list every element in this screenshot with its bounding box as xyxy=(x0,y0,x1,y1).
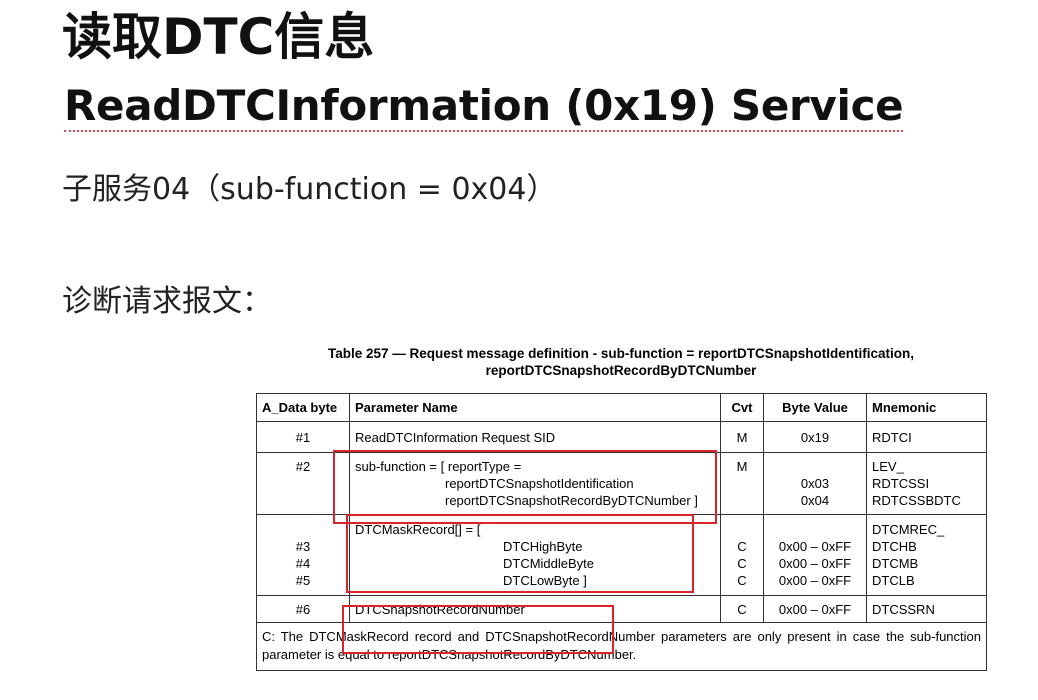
table-caption-line1: Table 257 — Request message definition -… xyxy=(328,346,914,361)
cvt-line: C xyxy=(737,573,747,588)
mnemonic-line: DTCHB xyxy=(872,539,917,554)
mnemonic-line: RDTCSSI xyxy=(872,476,930,491)
request-message-label: 诊断请求报文： xyxy=(62,284,272,319)
param-line: reportDTCSnapshotRecordByDTCNumber ] xyxy=(445,493,698,508)
header-parameter-name: Parameter Name xyxy=(349,393,721,422)
mnemonic-line: DTCLB xyxy=(872,573,915,588)
cell-value: - 0x00 – 0xFF 0x00 – 0xFF 0x00 – 0xFF xyxy=(763,514,867,596)
value-line: 0x00 – 0xFF xyxy=(778,556,852,571)
table-caption-line2: reportDTCSnapshotRecordByDTCNumber xyxy=(485,363,757,378)
table-note-row: C: The DTCMaskRecord record and DTCSnaps… xyxy=(256,622,987,671)
cell-param: ReadDTCInformation Request SID xyxy=(349,421,721,453)
header-mnemonic: Mnemonic xyxy=(866,393,987,422)
mnemonic-line: DTCMREC_ xyxy=(872,522,945,537)
value-line: 0x00 – 0xFF xyxy=(778,573,852,588)
byte-line: #5 xyxy=(295,573,311,588)
cell-param: sub-function = [ reportType = reportDTCS… xyxy=(349,452,721,515)
cell-cvt: - C C C xyxy=(720,514,764,596)
page-title-cn: 读取DTC信息 xyxy=(62,8,375,66)
param-line: DTCMaskRecord[] = [ xyxy=(355,522,481,537)
cell-mnemonic: DTCMREC_ DTCHB DTCMB DTCLB xyxy=(866,514,987,596)
cvt-line: C xyxy=(737,539,747,554)
param-line: DTCMiddleByte xyxy=(503,556,595,571)
value-line: 0x03 xyxy=(800,476,830,491)
cell-cvt: M xyxy=(720,452,764,515)
header-a-data-byte: A_Data byte xyxy=(256,393,350,422)
page-title-en-text: ReadDTCInformation (0x19) Service xyxy=(64,81,904,132)
table-caption: Table 257 — Request message definition -… xyxy=(258,345,984,379)
header-byte-value: Byte Value xyxy=(763,393,867,422)
cell-mnemonic: DTCSSRN xyxy=(866,595,987,623)
cell-value: - 0x03 0x04 xyxy=(763,452,867,515)
param-line: DTCLowByte ] xyxy=(503,573,587,588)
param-line: sub-function = [ reportType = xyxy=(355,459,522,474)
cell-mnemonic: LEV_ RDTCSSI RDTCSSBDTC xyxy=(866,452,987,515)
byte-line: #3 xyxy=(295,539,311,554)
byte-line: #4 xyxy=(295,556,311,571)
cell-param: DTCMaskRecord[] = [ DTCHighByte DTCMiddl… xyxy=(349,514,721,596)
param-line: DTCHighByte xyxy=(503,539,583,554)
value-line: 0x00 – 0xFF xyxy=(778,539,852,554)
cell-byte: - #3 #4 #5 xyxy=(256,514,350,596)
table-header-row: A_Data byte Parameter Name Cvt Byte Valu… xyxy=(256,393,987,422)
header-cvt: Cvt xyxy=(720,393,764,422)
highlight-box-dtc-mask-record xyxy=(346,514,694,593)
highlight-box-subfunction xyxy=(333,450,717,524)
request-message-table: A_Data byte Parameter Name Cvt Byte Valu… xyxy=(256,393,987,671)
cell-value: 0x00 – 0xFF xyxy=(763,595,867,623)
mnemonic-line: DTCMB xyxy=(872,556,919,571)
cell-cvt: C xyxy=(720,595,764,623)
value-line: 0x04 xyxy=(800,493,830,508)
cell-byte: #1 xyxy=(256,421,350,453)
table-row: #1 ReadDTCInformation Request SID M 0x19… xyxy=(256,421,987,453)
cvt-line: C xyxy=(737,556,747,571)
cell-value: 0x19 xyxy=(763,421,867,453)
mnemonic-line: LEV_ xyxy=(872,459,904,474)
table-row: - #3 #4 #5 DTCMaskRecord[] = [ DTCHighBy… xyxy=(256,514,987,596)
cell-mnemonic: RDTCI xyxy=(866,421,987,453)
page-title-en: ReadDTCInformation (0x19) Service xyxy=(64,76,904,136)
cell-cvt: M xyxy=(720,421,764,453)
subfunction-label: 子服务04（sub-function = 0x04） xyxy=(62,172,557,207)
cell-byte: #6 xyxy=(256,595,350,623)
highlight-box-snapshot-record-number xyxy=(342,605,614,654)
table-row: #2 sub-function = [ reportType = reportD… xyxy=(256,452,987,515)
table-note: C: The DTCMaskRecord record and DTCSnaps… xyxy=(256,622,987,671)
param-line: reportDTCSnapshotIdentification xyxy=(445,476,634,491)
mnemonic-line: RDTCSSBDTC xyxy=(872,493,961,508)
